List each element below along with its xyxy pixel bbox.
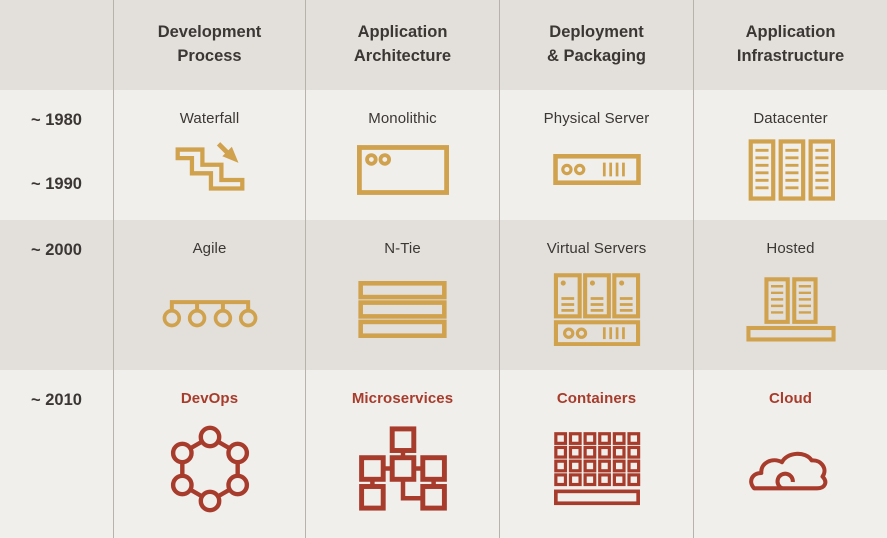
header-line: Process xyxy=(177,47,242,65)
containers-icon xyxy=(500,407,693,538)
virtual-servers-icon xyxy=(500,257,693,370)
year-label-1980: ~ 1980 xyxy=(31,111,82,129)
cell-agile: Agile xyxy=(113,220,305,370)
microservices-icon xyxy=(306,407,499,538)
cell-datacenter: Datacenter xyxy=(693,90,887,220)
cell-label: Containers xyxy=(556,390,637,407)
cell-label: Cloud xyxy=(769,390,812,407)
header-line: & Packaging xyxy=(546,47,647,65)
agile-icon xyxy=(114,257,305,370)
cell-microservices: Microservices xyxy=(305,370,499,538)
devops-icon xyxy=(114,407,305,538)
cell-monolithic: Monolithic xyxy=(305,90,499,220)
cell-label: DevOps xyxy=(180,390,239,407)
cell-label: Physical Server xyxy=(543,110,650,127)
cell-label: Datacenter xyxy=(753,110,828,127)
cell-label: Microservices xyxy=(351,390,454,407)
monolithic-icon xyxy=(306,127,499,220)
cell-label: Monolithic xyxy=(368,110,437,127)
year-column-row3: ~ 2010 xyxy=(0,370,113,538)
cell-containers: Containers xyxy=(499,370,693,538)
cell-label: Waterfall xyxy=(179,110,240,127)
cell-devops: DevOps xyxy=(113,370,305,538)
header-line: Development xyxy=(157,23,262,42)
year-column-row2: ~ 2000 xyxy=(0,220,113,370)
waterfall-icon xyxy=(114,127,305,220)
header-line: Deployment xyxy=(549,23,644,42)
cell-cloud: Cloud xyxy=(693,370,887,538)
header-application-infrastructure: Application Infrastructure xyxy=(693,0,887,90)
year-label-2000: ~ 2000 xyxy=(31,241,82,259)
cell-physical-server: Physical Server xyxy=(499,90,693,220)
header-deployment-packaging: Deployment & Packaging xyxy=(499,0,693,90)
year-column-row1: ~ 1980 ~ 1990 xyxy=(0,90,113,220)
year-label-1990: ~ 1990 xyxy=(31,175,82,193)
hosted-icon xyxy=(694,257,887,370)
cell-waterfall: Waterfall xyxy=(113,90,305,220)
header-corner-empty xyxy=(0,0,113,90)
cell-label: Virtual Servers xyxy=(546,240,647,257)
physical-server-icon xyxy=(500,127,693,220)
year-label-2010: ~ 2010 xyxy=(31,391,82,409)
header-line: Architecture xyxy=(353,47,452,65)
cell-n-tier: N-Tie xyxy=(305,220,499,370)
header-line: Application xyxy=(745,23,836,42)
cell-virtual-servers: Virtual Servers xyxy=(499,220,693,370)
header-application-architecture: Application Architecture xyxy=(305,0,499,90)
header-line: Application xyxy=(357,23,448,42)
cell-hosted: Hosted xyxy=(693,220,887,370)
header-line: Infrastructure xyxy=(736,47,845,65)
header-development-process: Development Process xyxy=(113,0,305,90)
cloud-icon xyxy=(694,407,887,538)
datacenter-icon xyxy=(694,127,887,220)
cell-label: N-Tie xyxy=(384,240,421,257)
cell-label: Agile xyxy=(192,240,227,257)
n-tier-icon xyxy=(306,257,499,370)
cell-label: Hosted xyxy=(766,240,815,257)
